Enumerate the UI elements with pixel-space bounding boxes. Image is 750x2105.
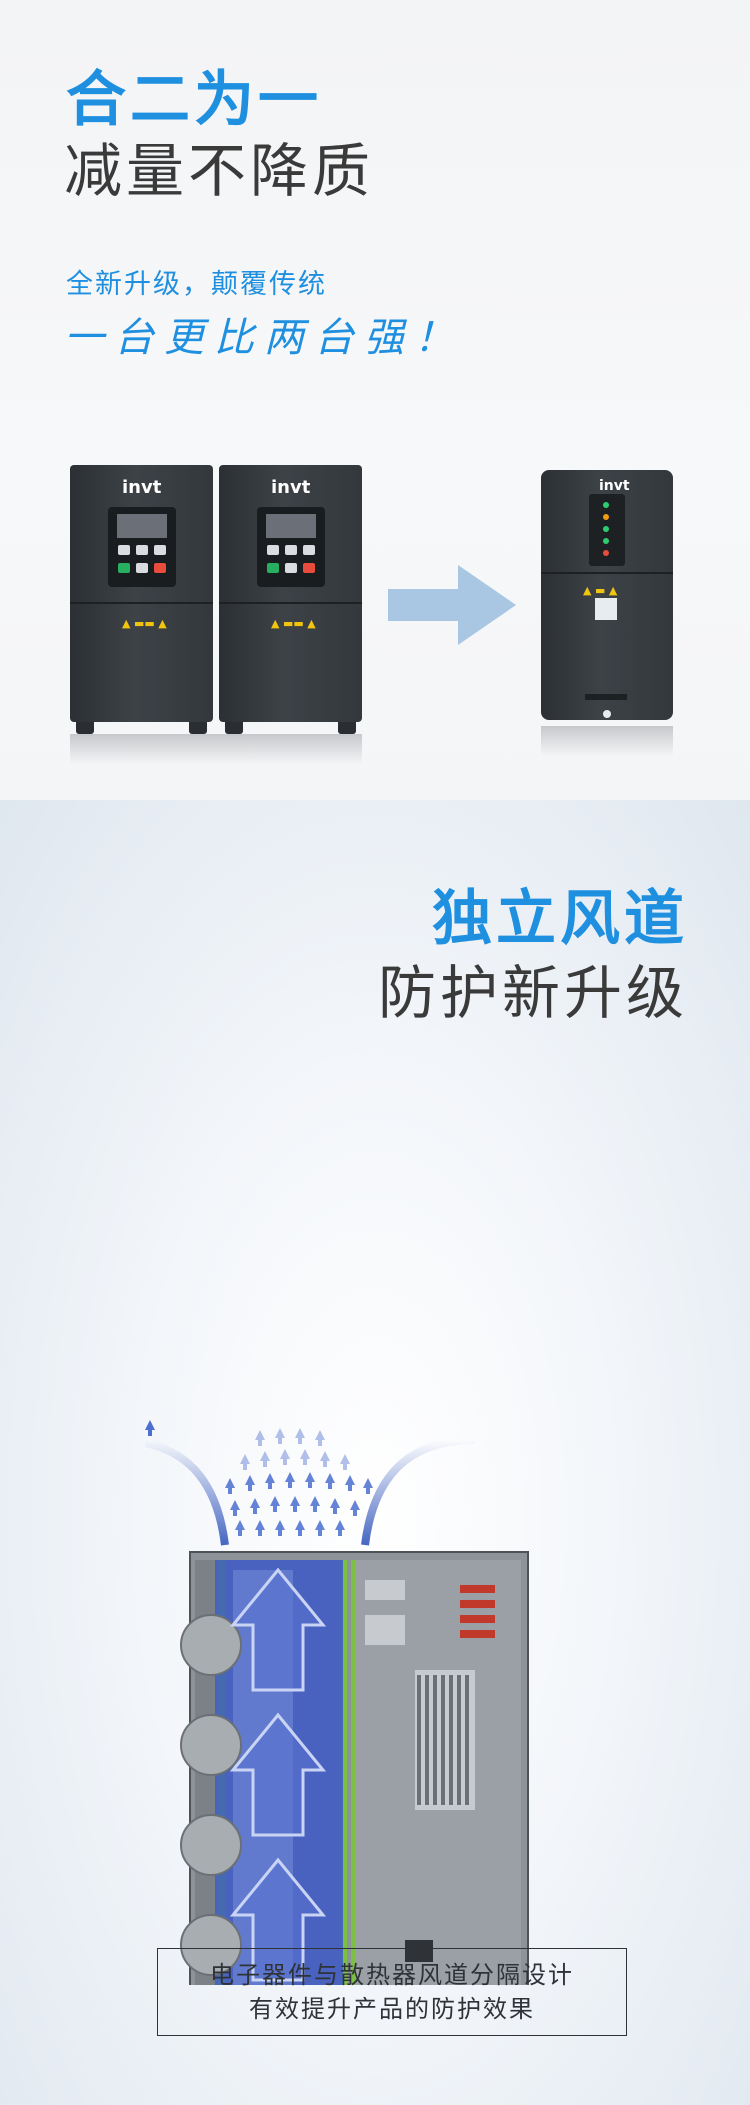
duct-note-box: 电子器件与散热器风道分隔设计 有效提升产品的防护效果 <box>157 1948 627 2036</box>
merge-title-dark: 减量不降质 <box>64 137 375 205</box>
merge-section: 合二为一 减量不降质 全新升级，颠覆传统 一台更比两台强！ invt ▲ ▬▬ … <box>0 0 750 800</box>
invt-logo: invt <box>122 477 162 498</box>
old-drive-2-icon: invt ▲ ▬▬ ▲ <box>219 465 362 734</box>
duct-note-line-2: 有效提升产品的防护效果 <box>249 1995 535 2023</box>
duct-note-line-1: 电子器件与散热器风道分隔设计 <box>210 1961 574 1989</box>
new-drive-icon: invt ▲ ▬ ▲ <box>541 470 673 720</box>
air-duct-diagram-icon <box>145 1420 529 1985</box>
merge-title-blue: 合二为一 <box>66 65 322 135</box>
invt-logo: invt <box>271 477 311 498</box>
arrow-right-icon <box>388 565 516 645</box>
invt-logo: invt <box>599 478 630 494</box>
merge-slogan: 一台更比两台强！ <box>64 315 464 361</box>
duct-title-dark: 防护新升级 <box>377 959 688 1027</box>
qr-code-icon <box>595 598 617 620</box>
air-duct-section: 独立风道 防护新升级 <box>0 800 750 2105</box>
old-drive-1-icon: invt ▲ ▬▬ ▲ <box>70 465 213 734</box>
duct-title-blue: 独立风道 <box>432 884 688 954</box>
merge-subtitle: 全新升级，颠覆传统 <box>66 269 327 300</box>
